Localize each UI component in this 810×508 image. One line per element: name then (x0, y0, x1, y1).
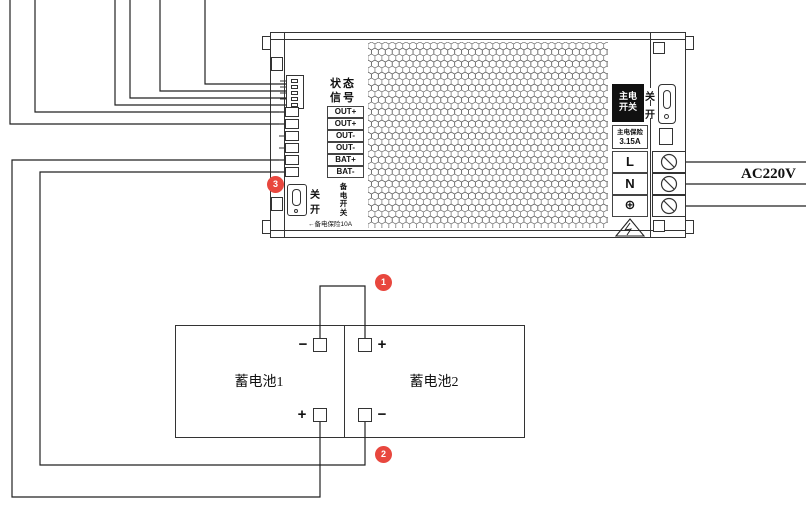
mount-tab-bottom-left (262, 220, 271, 234)
mount-tab-top-right (685, 36, 694, 50)
terminal-block-bat-minus (285, 167, 299, 177)
battery2-top-sign: + (377, 336, 387, 353)
out-wire-2 (9, 0, 285, 125)
main-switch-box: 主电 开关 (612, 84, 644, 122)
connector-pin (291, 91, 298, 95)
main-rocker-slot (663, 90, 671, 109)
callout-3: 3 (267, 176, 284, 193)
battery1-bottom-terminal (313, 408, 327, 422)
battery1-top-sign: − (298, 336, 308, 353)
connector-pin (291, 103, 298, 107)
callout-1: 1 (375, 274, 392, 291)
flange-screw-right-bottom (653, 220, 665, 232)
terminal-label-out-minus-2: OUT- (327, 142, 364, 154)
screw-cell-n (652, 173, 686, 195)
backup-on-label: 开 (310, 205, 320, 216)
main-fuse-line1: 主电保险 (617, 129, 643, 136)
battery2-label: 蓄电池2 (409, 375, 459, 390)
ventilation-grid (368, 42, 608, 228)
terminal-block-bat-plus (285, 155, 299, 165)
backup-fuse-label: ←备电保险10A (308, 221, 353, 228)
flange-screw-right-top (653, 42, 665, 54)
battery2-bottom-terminal (358, 408, 372, 422)
fuse-holder (659, 128, 673, 145)
out-wire-1 (34, 0, 285, 113)
mount-tab-bottom-right (685, 220, 694, 234)
backup-rocker-dot (294, 209, 298, 213)
battery1-bottom-sign: + (297, 406, 307, 423)
main-rocker-dot (664, 114, 669, 119)
connector-pin (291, 79, 298, 83)
psu-left-seam (284, 32, 285, 238)
connector-pin (291, 85, 298, 89)
mount-tab-top-left (262, 36, 271, 50)
signal-wire-4 (114, 0, 286, 106)
terminal-label-bat-minus: BAT- (327, 166, 364, 178)
terminal-label-bat-plus: BAT+ (327, 154, 364, 166)
terminal-label-out-minus-1: OUT- (327, 130, 364, 142)
terminal-block-out1 (285, 107, 299, 117)
terminal-block-out4 (285, 143, 299, 153)
backup-off-label: 关 (310, 190, 320, 201)
connector-pin (291, 97, 298, 101)
terminal-block-out2 (285, 119, 299, 129)
battery-divider (344, 325, 345, 438)
main-switch-box-line2: 开关 (618, 102, 637, 112)
psu-bottom-seam (270, 230, 686, 231)
terminal-label-out-plus-1: OUT+ (327, 106, 364, 118)
battery2-top-terminal (358, 338, 372, 352)
screw-cell-l (652, 151, 686, 173)
flange-screw-left-bottom (271, 197, 283, 211)
battery1-top-terminal (313, 338, 327, 352)
backup-switch-label: 备电开关 (339, 182, 348, 217)
terminal-block-out3 (285, 131, 299, 141)
terminal-l: L (612, 151, 648, 173)
status-signal-line1: 状态 (330, 78, 356, 90)
main-off-label: 关 (645, 88, 657, 103)
main-fuse-line2: 3.15A (619, 137, 641, 146)
terminal-earth: ⊕ (612, 195, 648, 217)
psu-top-seam (270, 39, 686, 40)
battery1-label: 蓄电池1 (234, 375, 284, 390)
status-signal-line2: 信号 (330, 92, 356, 104)
psu-right-seam (650, 32, 651, 238)
main-on-label: 开 (645, 106, 657, 121)
battery2-bottom-sign: − (377, 406, 387, 423)
terminal-n: N (612, 173, 648, 195)
ac-input-label: AC220V (741, 166, 796, 182)
terminal-label-out-plus-2: OUT+ (327, 118, 364, 130)
flange-screw-left-top (271, 57, 283, 71)
callout-2: 2 (375, 446, 392, 463)
main-fuse-box: 主电保险 3.15A (612, 125, 648, 149)
screw-cell-earth (652, 195, 686, 217)
backup-rocker-slot (292, 189, 301, 206)
main-switch-box-line1: 主电 (618, 91, 637, 101)
status-signal-label: 状态 信号 (321, 77, 365, 105)
